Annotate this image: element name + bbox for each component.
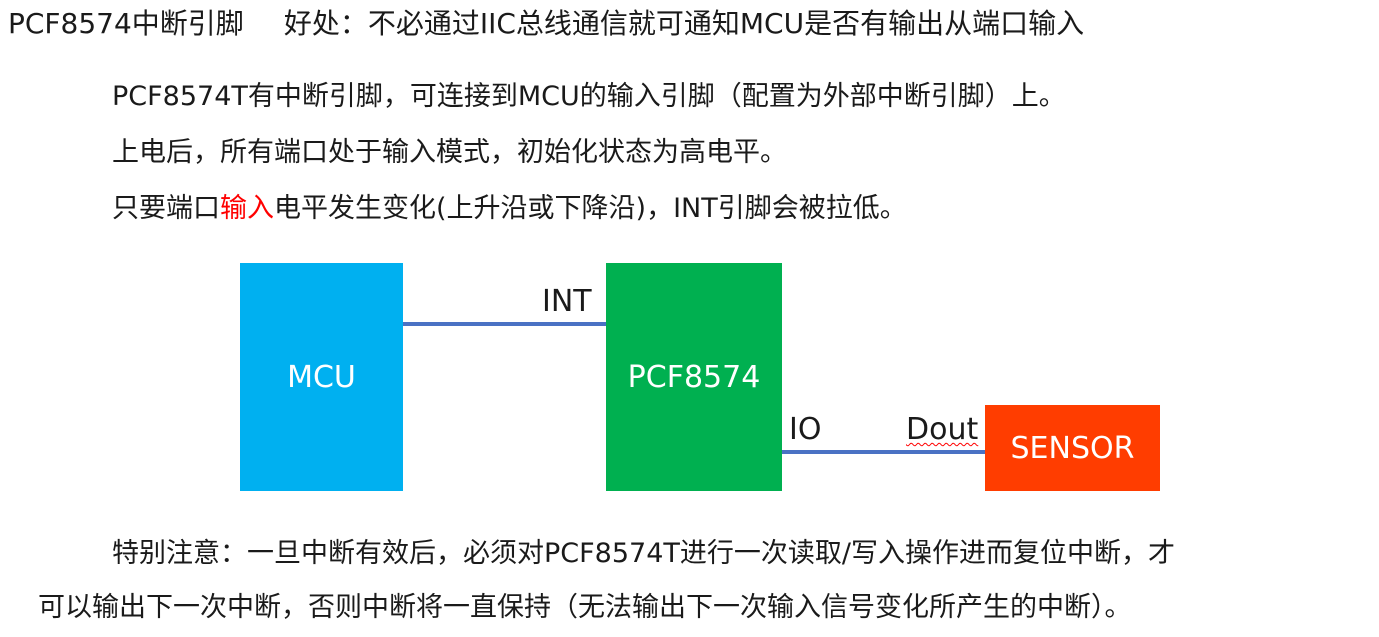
intro-line-3-suffix: 电平发生变化(上升沿或下降沿)，INT引脚会被拉低。: [274, 193, 907, 224]
intro-line-3: 只要端口输入电平发生变化(上升沿或下降沿)，INT引脚会被拉低。: [112, 189, 907, 229]
header: PCF8574中断引脚 好处：不必通过IIC总线通信就可通知MCU是否有输出从端口…: [8, 4, 1084, 44]
page-title: PCF8574中断引脚: [8, 7, 244, 40]
intro-line-2: 上电后，所有端口处于输入模式，初始化状态为高电平。: [112, 137, 787, 168]
note-line-2: 可以输出下一次中断，否则中断将一直保持（无法输出下一次输入信号变化所产生的中断）…: [38, 592, 1132, 623]
io-wire: [782, 450, 985, 454]
sensor-label: SENSOR: [1010, 430, 1135, 466]
mcu-label: MCU: [287, 359, 356, 395]
intro-line-1: PCF8574T有中断引脚，可连接到MCU的输入引脚（配置为外部中断引脚）上。: [112, 81, 1066, 112]
int-pin-label: INT: [542, 284, 592, 319]
io-pin-label: IO: [789, 412, 822, 447]
dout-pin-label: Dout: [906, 412, 979, 447]
benefit-text: 好处：不必通过IIC总线通信就可通知MCU是否有输出从端口输入: [283, 7, 1085, 40]
pcf8574-block: PCF8574: [606, 263, 782, 491]
int-wire: [403, 322, 606, 326]
sensor-block: SENSOR: [985, 405, 1160, 491]
intro-line-3-prefix: 只要端口: [112, 193, 220, 224]
note-line-1: 特别注意：一旦中断有效后，必须对PCF8574T进行一次读取/写入操作进而复位中…: [112, 538, 1175, 569]
pcf8574-label: PCF8574: [627, 359, 761, 395]
intro-line-3-highlight: 输入: [220, 193, 274, 224]
mcu-block: MCU: [240, 263, 403, 491]
